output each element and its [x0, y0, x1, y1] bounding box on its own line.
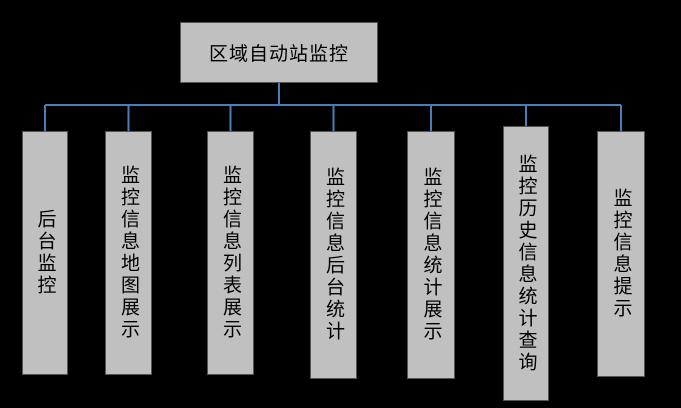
- child-node-4-label: 监控信息后台统计: [323, 167, 345, 343]
- child-node-3[interactable]: 监控信息列表展示: [207, 131, 254, 375]
- child-node-2-label: 监控信息地图展示: [118, 165, 140, 341]
- root-node-label: 区域自动站监控: [208, 43, 349, 65]
- child-node-5-label: 监控信息统计展示: [420, 167, 443, 343]
- child-node-2[interactable]: 监控信息地图展示: [105, 131, 152, 375]
- child-node-3-label: 监控信息列表展示: [220, 165, 242, 341]
- root-node[interactable]: 区域自动站监控: [180, 22, 378, 83]
- child-node-4[interactable]: 监控信息后台统计: [310, 131, 357, 379]
- child-node-7[interactable]: 监控信息提示: [597, 131, 645, 377]
- child-node-7-label: 监控信息提示: [610, 188, 633, 320]
- child-node-6[interactable]: 监控历史信息统计查询: [503, 126, 549, 401]
- child-node-5[interactable]: 监控信息统计展示: [407, 131, 455, 379]
- child-node-1-label: 后台监控: [34, 209, 57, 297]
- child-node-6-label: 监控历史信息统计查询: [515, 153, 538, 374]
- child-node-1[interactable]: 后台监控: [22, 131, 68, 375]
